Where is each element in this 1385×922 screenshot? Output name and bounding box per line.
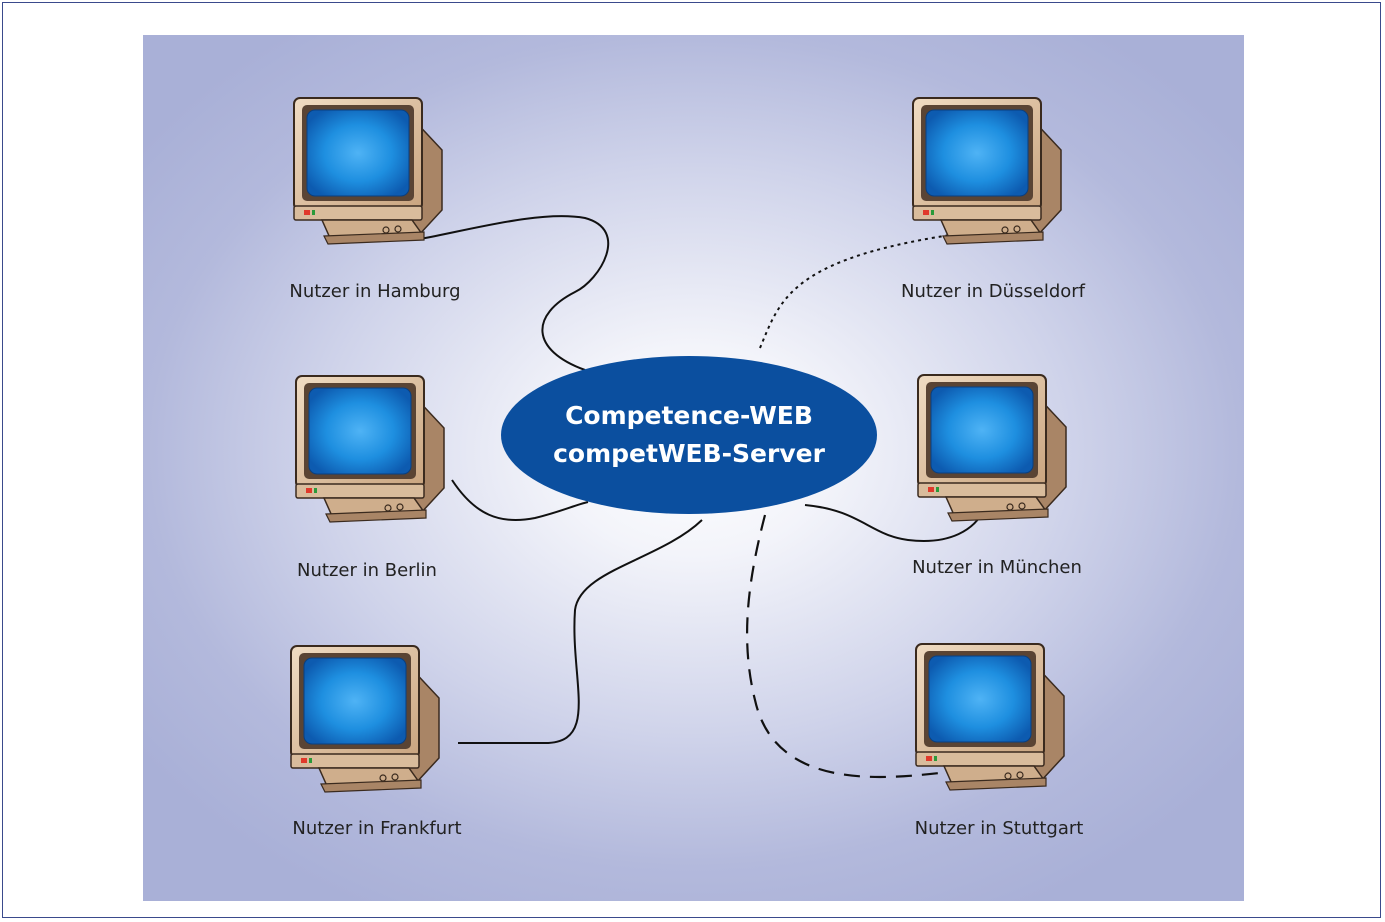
label-hamburg: Nutzer in Hamburg [289, 281, 461, 302]
label-duesseldorf: Nutzer in Düsseldorf [901, 281, 1085, 302]
monitor-stuttgart-icon [915, 643, 1065, 791]
server-node: Competence-WEB competWEB-Server [501, 356, 877, 514]
server-subtitle: competWEB-Server [553, 439, 825, 468]
label-muenchen: Nutzer in München [912, 557, 1082, 578]
link-duesseldorf [759, 234, 951, 349]
label-stuttgart: Nutzer in Stuttgart [914, 818, 1084, 839]
server-name: Competence-WEB [565, 401, 813, 430]
monitor-berlin-icon [295, 375, 445, 523]
monitor-hamburg-icon [293, 97, 443, 245]
link-frankfurt [458, 519, 703, 744]
monitor-frankfurt-icon [290, 645, 440, 793]
link-hamburg [419, 215, 609, 371]
label-berlin: Nutzer in Berlin [297, 560, 437, 581]
monitor-muenchen-icon [917, 374, 1067, 522]
label-frankfurt: Nutzer in Frankfurt [292, 818, 462, 839]
link-muenchen [804, 504, 986, 542]
link-stuttgart [745, 514, 949, 779]
monitor-duesseldorf-icon [912, 97, 1062, 245]
link-berlin [451, 479, 589, 522]
